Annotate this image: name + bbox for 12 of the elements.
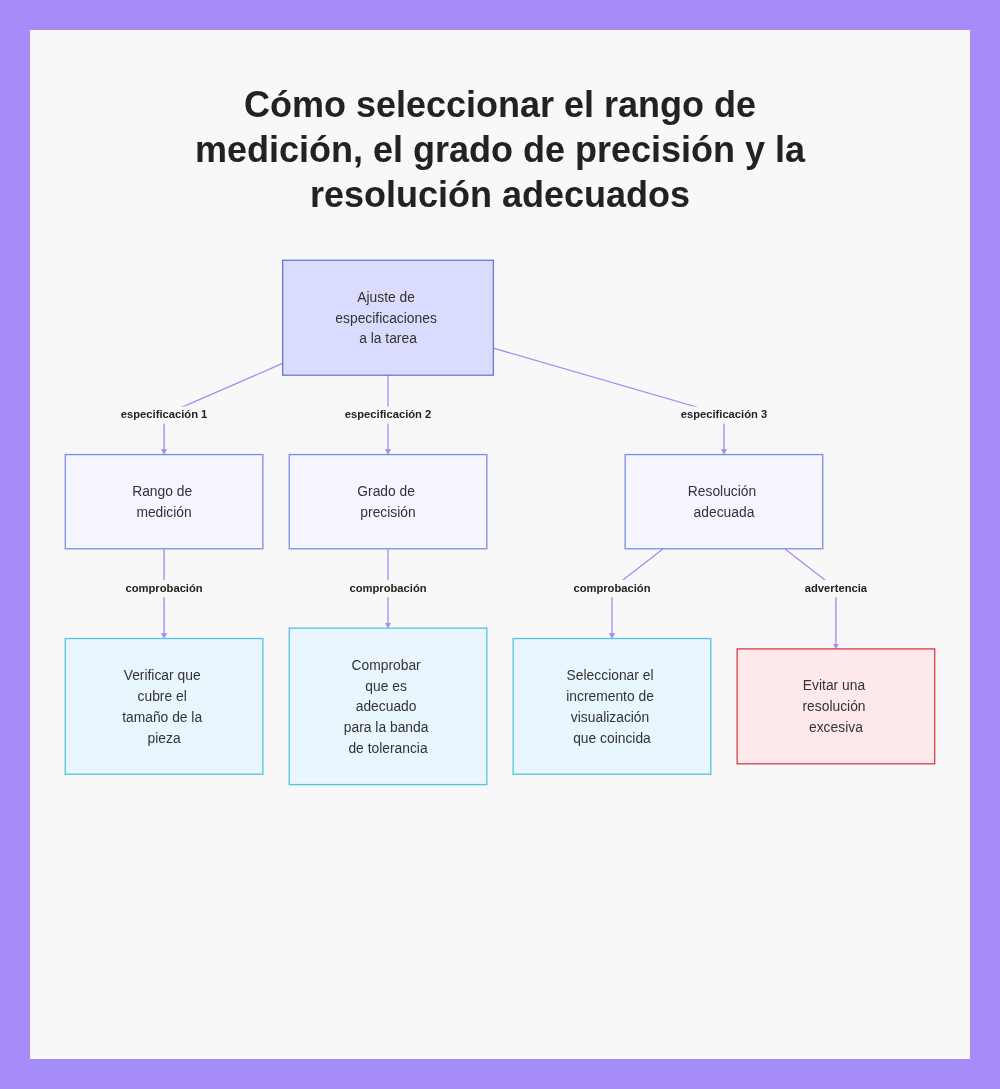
node-label: Resolución adecuada <box>686 482 758 522</box>
diagram-title: Cómo seleccionar el rango de medición, el grado de precisión y la resolución adecuados <box>193 83 807 217</box>
edge-label: comprobación <box>573 580 651 597</box>
edge-label: comprobación <box>349 580 427 597</box>
node-label: Rango de medición <box>131 482 194 522</box>
node-label: Comprobar que es adecuado para la banda de tolerancia <box>342 656 430 758</box>
node-label: Evitar una resolución excesiva <box>801 676 867 737</box>
node-label: Verificar que cubre el tamaño de la pieza <box>121 666 204 748</box>
node-label: Ajuste de especificaciones a la tarea <box>335 288 438 348</box>
node-label: Grado de precisión <box>356 482 417 522</box>
edge-label: comprobación <box>125 580 203 597</box>
node-label: Seleccionar el incremento de visualización que coincida <box>565 666 655 748</box>
